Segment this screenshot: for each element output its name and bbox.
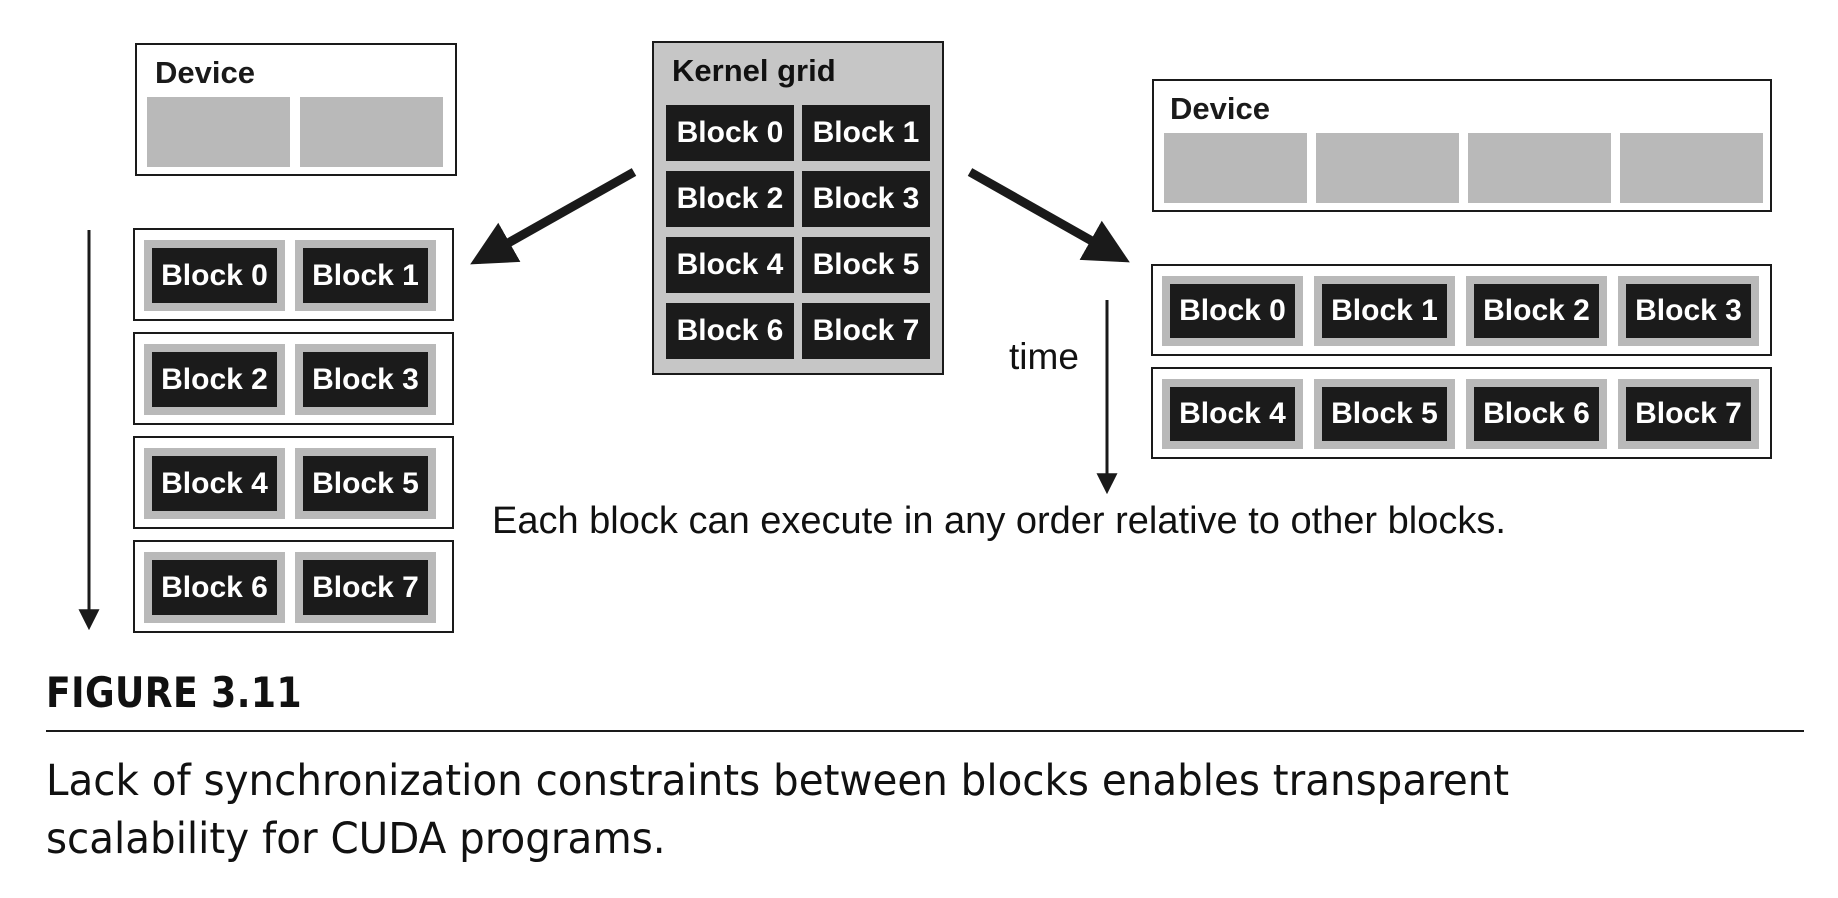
right-dispatch-arrow [967, 168, 1130, 263]
left-device-title: Device [155, 55, 255, 90]
schedule-slot: Block 3 [1618, 276, 1759, 346]
schedule-block: Block 7 [303, 560, 428, 615]
left-device-sm-1 [300, 97, 443, 167]
schedule-slot: Block 7 [1618, 379, 1759, 449]
schedule-slot: Block 4 [1162, 379, 1303, 449]
schedule-block: Block 0 [152, 248, 277, 303]
schedule-slot: Block 6 [144, 552, 285, 623]
kernel-block: Block 1 [802, 105, 930, 161]
schedule-slot: Block 2 [1466, 276, 1607, 346]
schedule-block: Block 2 [152, 352, 277, 407]
right-schedule-row: Block 4 Block 5 Block 6 Block 7 [1151, 367, 1772, 459]
left-device: Device [135, 43, 457, 176]
schedule-block: Block 5 [303, 456, 428, 511]
right-device-sm-0 [1164, 133, 1307, 203]
schedule-slot: Block 5 [295, 448, 436, 519]
left-schedule-row: Block 2 Block 3 [133, 332, 454, 425]
schedule-slot: Block 7 [295, 552, 436, 623]
left-device-sm-0 [147, 97, 290, 167]
caption-rule [46, 730, 1804, 732]
schedule-slot: Block 1 [295, 240, 436, 311]
kernel-block: Block 5 [802, 237, 930, 293]
right-device-sm-3 [1620, 133, 1763, 203]
kernel-block: Block 2 [666, 171, 794, 227]
right-device-sm-1 [1316, 133, 1459, 203]
schedule-slot: Block 1 [1314, 276, 1455, 346]
right-schedule-row: Block 0 Block 1 Block 2 Block 3 [1151, 264, 1772, 356]
kernel-block: Block 6 [666, 303, 794, 359]
schedule-block: Block 3 [1626, 284, 1751, 338]
schedule-block: Block 2 [1474, 284, 1599, 338]
schedule-block: Block 4 [152, 456, 277, 511]
schedule-slot: Block 3 [295, 344, 436, 415]
right-device-title: Device [1170, 91, 1270, 126]
schedule-slot: Block 6 [1466, 379, 1607, 449]
left-schedule-row: Block 4 Block 5 [133, 436, 454, 529]
kernel-block: Block 7 [802, 303, 930, 359]
left-schedule-row: Block 6 Block 7 [133, 540, 454, 633]
kernel-block: Block 4 [666, 237, 794, 293]
schedule-slot: Block 0 [144, 240, 285, 311]
schedule-block: Block 1 [303, 248, 428, 303]
schedule-block: Block 6 [152, 560, 277, 615]
schedule-block: Block 6 [1474, 387, 1599, 441]
schedule-block: Block 5 [1322, 387, 1447, 441]
schedule-block: Block 1 [1322, 284, 1447, 338]
left-schedule-row: Block 0 Block 1 [133, 228, 454, 321]
ordering-note: Each block can execute in any order rela… [492, 500, 1506, 542]
schedule-block: Block 3 [303, 352, 428, 407]
schedule-slot: Block 5 [1314, 379, 1455, 449]
figure-number: FIGURE 3.11 [46, 668, 303, 717]
schedule-slot: Block 4 [144, 448, 285, 519]
left-dispatch-arrow [470, 168, 637, 265]
kernel-grid-title: Kernel grid [672, 53, 836, 88]
schedule-block: Block 4 [1170, 387, 1295, 441]
schedule-slot: Block 2 [144, 344, 285, 415]
kernel-grid: Kernel grid Block 0 Block 1 Block 2 Bloc… [652, 41, 944, 375]
time-label: time [1009, 336, 1079, 377]
schedule-slot: Block 0 [1162, 276, 1303, 346]
kernel-block: Block 0 [666, 105, 794, 161]
schedule-block: Block 7 [1626, 387, 1751, 441]
right-device-sm-2 [1468, 133, 1611, 203]
figure-caption: Lack of synchronization constraints betw… [46, 756, 1510, 864]
right-device: Device [1152, 79, 1772, 212]
kernel-block: Block 3 [802, 171, 930, 227]
schedule-block: Block 0 [1170, 284, 1295, 338]
